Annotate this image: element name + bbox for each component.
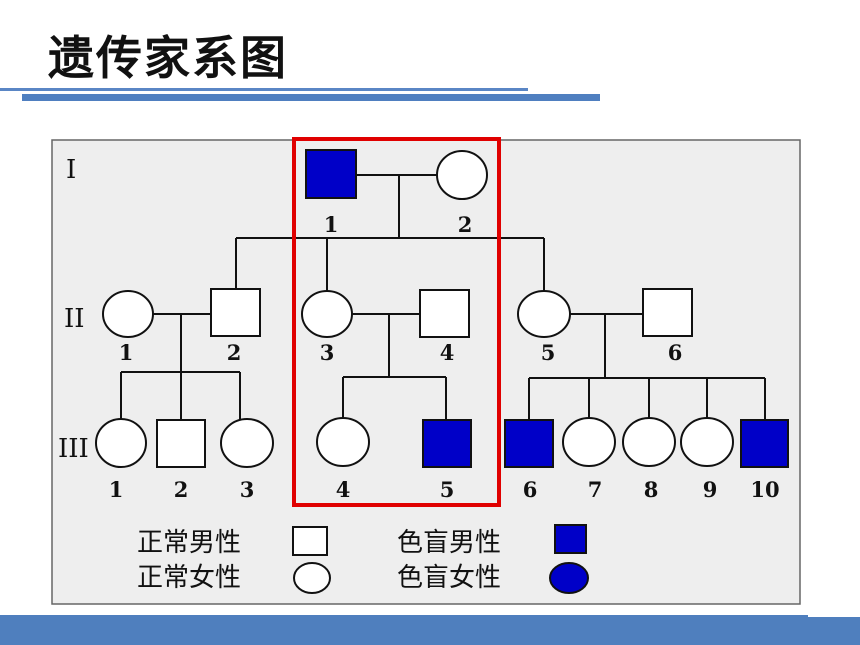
label-iii-10: 10 [750, 477, 779, 502]
individual-iii-4 [316, 417, 370, 467]
individual-iii-9 [680, 417, 734, 467]
generation-label-iii: III [58, 434, 89, 464]
pedigree-lines [120, 174, 766, 420]
individual-iii-8 [622, 417, 676, 467]
individual-ii-4 [419, 289, 470, 338]
footer-notch [808, 612, 860, 617]
slide-title: 遗传家系图 [48, 31, 288, 85]
label-iii-7: 7 [588, 477, 603, 502]
individual-iii-10 [740, 419, 789, 468]
individual-iii-2 [156, 419, 206, 468]
individual-ii-1 [102, 290, 154, 338]
label-ii-2: 2 [227, 340, 242, 365]
label-iii-6: 6 [523, 477, 538, 502]
legend-symbol-normal-female [293, 562, 331, 594]
individual-iii-7 [562, 417, 616, 467]
label-ii-5: 5 [541, 340, 556, 365]
title-underline-thick [22, 94, 600, 101]
footer-bar [0, 615, 860, 645]
individual-ii-6 [642, 288, 693, 337]
individual-iii-3 [220, 418, 274, 468]
legend-symbol-normal-male [292, 526, 328, 556]
legend-label-affected-female: 色盲女性 [397, 563, 501, 593]
legend-label-normal-male: 正常男性 [137, 528, 241, 558]
label-iii-2: 2 [174, 477, 189, 502]
generation-label-i: I [66, 155, 76, 185]
individual-iii-5 [422, 419, 472, 468]
label-iii-1: 1 [109, 477, 124, 502]
label-iii-8: 8 [644, 477, 659, 502]
label-iii-5: 5 [440, 477, 455, 502]
individual-ii-5 [517, 290, 571, 338]
individual-i-2 [436, 150, 488, 200]
legend-label-normal-female: 正常女性 [137, 563, 241, 593]
label-iii-9: 9 [703, 477, 718, 502]
label-ii-3: 3 [320, 340, 335, 365]
label-ii-4: 4 [440, 340, 455, 365]
legend-label-affected-male: 色盲男性 [397, 528, 501, 558]
individual-i-1 [305, 149, 357, 199]
title-underline-thin [0, 88, 528, 91]
generation-label-ii: II [64, 304, 85, 334]
individual-ii-2 [210, 288, 261, 337]
label-i-1: 1 [324, 212, 339, 237]
legend-symbol-affected-female [549, 562, 589, 594]
individual-iii-1 [95, 418, 147, 468]
label-ii-1: 1 [119, 340, 134, 365]
label-i-2: 2 [458, 212, 473, 237]
label-iii-3: 3 [240, 477, 255, 502]
label-iii-4: 4 [336, 477, 351, 502]
highlight-box [292, 137, 501, 507]
label-ii-6: 6 [668, 340, 683, 365]
legend-symbol-affected-male [554, 524, 587, 554]
individual-ii-3 [301, 290, 353, 338]
individual-iii-6 [504, 419, 554, 468]
